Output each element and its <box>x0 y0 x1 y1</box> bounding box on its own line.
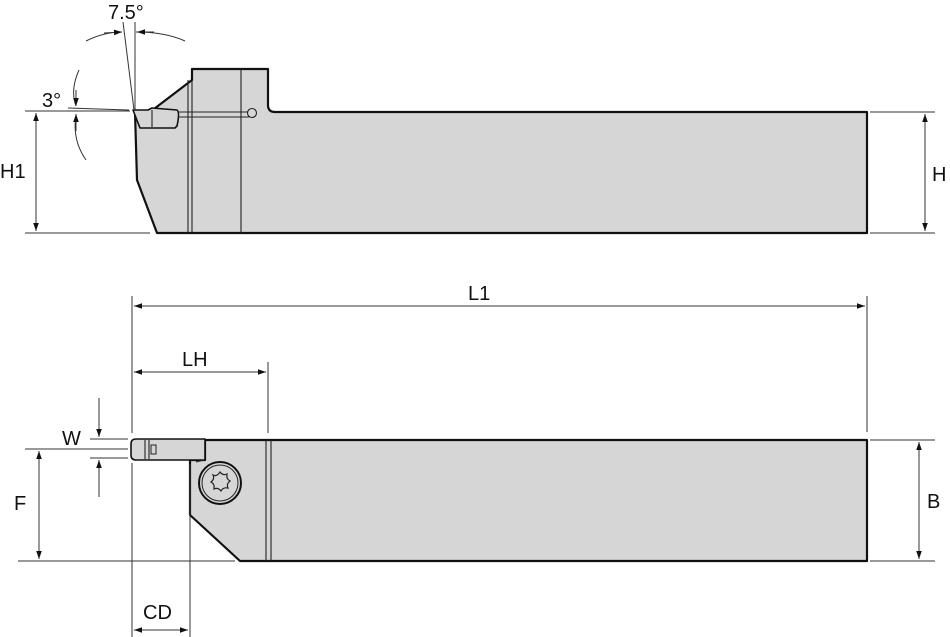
dimension-w: W <box>62 398 128 497</box>
label-b: B <box>927 491 940 513</box>
dimension-b: B <box>870 439 940 562</box>
label-lh: LH <box>182 349 208 371</box>
dimension-h1: H1 <box>0 110 150 234</box>
side-insert <box>132 107 180 129</box>
dimension-f: F <box>14 448 235 562</box>
dimension-angle-3: 3° <box>42 69 130 161</box>
label-cd: CD <box>143 602 172 624</box>
dimension-lh: LH <box>134 349 269 433</box>
side-view <box>132 67 869 235</box>
label-l1: L1 <box>468 283 490 305</box>
label-angle-3: 3° <box>42 90 61 112</box>
dimension-h: H <box>870 111 946 234</box>
top-body <box>188 438 869 563</box>
label-f: F <box>14 493 26 515</box>
top-insert <box>130 438 206 461</box>
side-body <box>133 67 869 235</box>
dimension-l1: L1 <box>131 283 868 433</box>
dimension-cd: CD <box>131 463 191 637</box>
top-view <box>130 438 869 563</box>
label-w: W <box>62 428 81 450</box>
torx-screw-icon <box>198 461 242 505</box>
label-angle-7-5: 7.5° <box>108 2 144 24</box>
dimension-angle-7-5: 7.5° <box>85 2 186 111</box>
label-h: H <box>932 164 946 186</box>
label-h1: H1 <box>0 161 26 183</box>
